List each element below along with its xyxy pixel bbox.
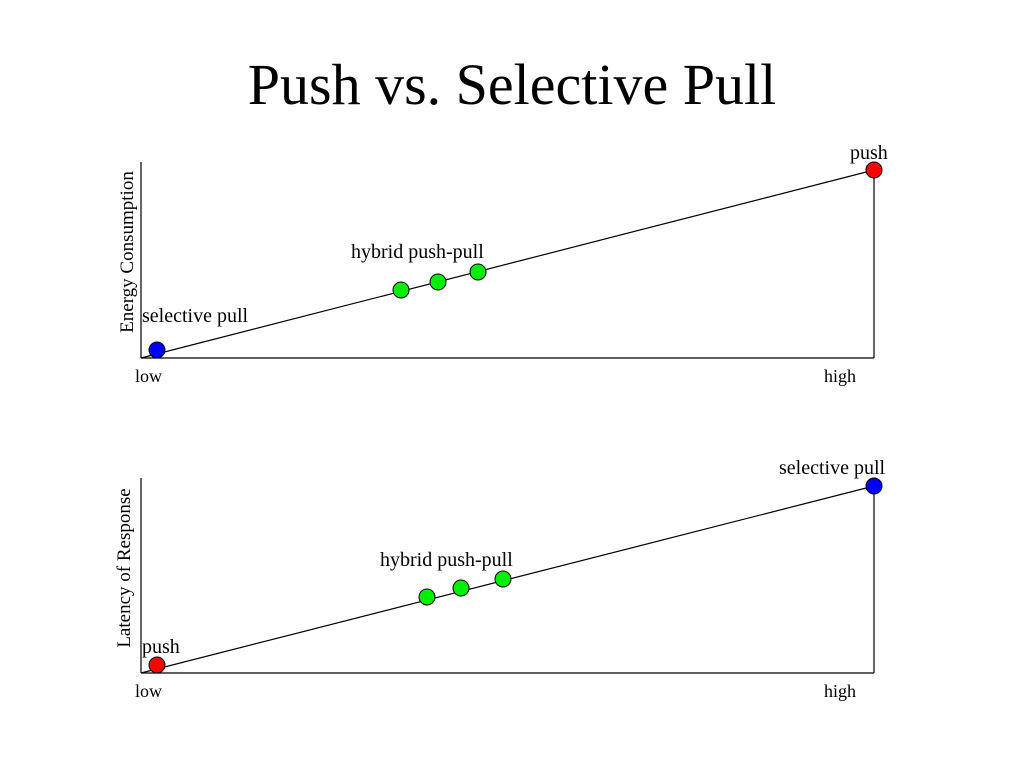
energy-hybrid-marker [469, 263, 487, 281]
energy-diagram: Energy Consumption low high selective pu… [117, 142, 888, 386]
latency-y-axis-label: Latency of Response [114, 488, 135, 647]
latency-low-end-label: push [142, 636, 180, 658]
latency-x-high-label: high [824, 681, 856, 701]
energy-high-end-label: push [850, 142, 888, 164]
energy-x-high-label: high [824, 366, 856, 386]
energy-low-end-marker [148, 341, 166, 359]
energy-trend-line [140, 169, 875, 359]
latency-hybrid-marker [494, 570, 512, 588]
latency-hybrid-marker [452, 579, 470, 597]
energy-x-low-label: low [135, 366, 162, 386]
latency-hybrid-label: hybrid push-pull [380, 549, 513, 571]
latency-high-end-marker [865, 477, 883, 495]
energy-y-axis-label: Energy Consumption [117, 171, 138, 333]
slide-title: Push vs. Selective Pull [247, 52, 777, 117]
energy-hybrid-marker [392, 281, 410, 299]
energy-hybrid-label: hybrid push-pull [351, 241, 484, 263]
energy-low-end-label: selective pull [142, 305, 249, 327]
latency-low-end-marker [148, 656, 166, 674]
energy-hybrid-marker [429, 273, 447, 291]
latency-x-low-label: low [135, 681, 162, 701]
energy-high-end-marker [865, 161, 883, 179]
latency-hybrid-marker [418, 588, 436, 606]
latency-high-end-label: selective pull [779, 457, 886, 479]
latency-diagram: Latency of Response low high push select… [114, 457, 886, 701]
